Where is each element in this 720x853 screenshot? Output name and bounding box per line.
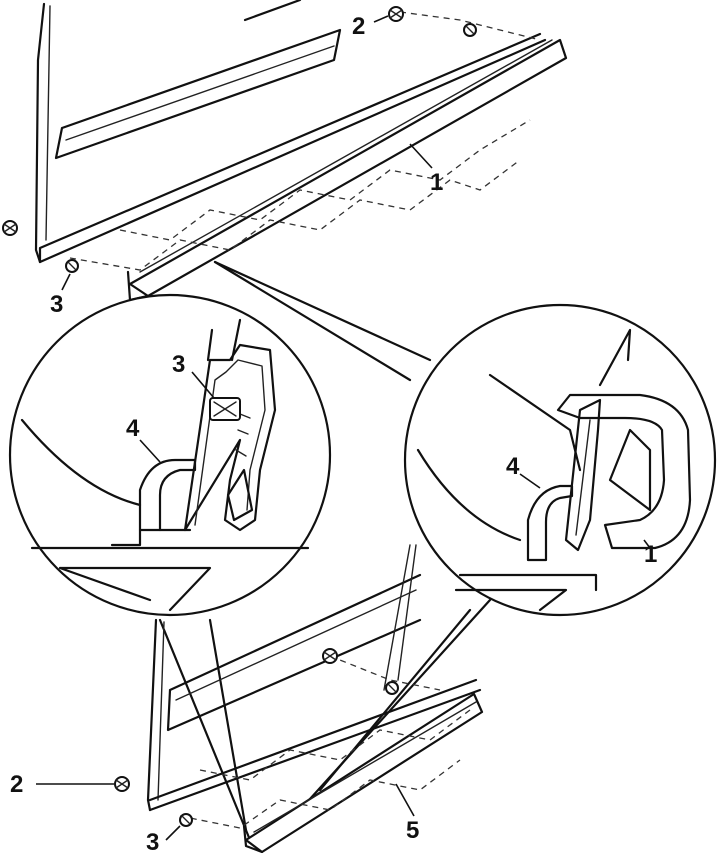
bottom-leader-up-a	[383, 544, 411, 691]
connector-lower-left-a	[158, 618, 252, 842]
bottom-leader-3	[165, 825, 181, 841]
top-cabinet-edge	[34, 2, 46, 264]
left-detail-clip-inner	[194, 359, 266, 526]
top-screw-2	[388, 6, 404, 22]
callout-3-bottom: 3	[146, 829, 159, 853]
left-detail-circle	[8, 293, 332, 617]
detail-connectors	[128, 260, 492, 842]
top-rail-dashed-outline-2	[119, 119, 531, 241]
right-detail-rail-window	[608, 428, 652, 512]
bottom-assembly: 2 3 5	[10, 544, 484, 853]
bottom-cabinet-edge	[146, 618, 158, 812]
bottom-leader-up-b	[397, 544, 417, 681]
left-detail-hook	[226, 468, 254, 522]
right-detail-top-tab	[598, 328, 632, 387]
callout-4-right: 4	[506, 453, 520, 480]
right-detail-leader-4	[519, 473, 541, 489]
bottom-cabinet-edge-inner	[157, 621, 165, 801]
right-detail-clip-inner	[575, 419, 591, 536]
bottom-screw-top	[322, 648, 338, 664]
callout-4-left: 4	[126, 415, 140, 442]
left-detail-panel-curve	[20, 418, 142, 507]
top-rail	[128, 38, 568, 298]
right-detail-clip	[564, 398, 602, 552]
top-cabinet-edge-inner	[45, 5, 51, 241]
left-detail-slot	[235, 413, 251, 457]
top-screw-3	[65, 259, 79, 273]
left-detail-clip	[183, 343, 277, 532]
top-mounting-plate	[38, 32, 547, 264]
top-leader-3	[61, 273, 71, 291]
callout-3-detail: 3	[172, 351, 185, 378]
left-detail-screw-3	[209, 397, 241, 421]
bottom-upper-panel-inner	[175, 589, 417, 701]
bottom-screw-right	[385, 681, 399, 695]
connector-lower-right-b	[318, 608, 472, 792]
connector-right-detail-a	[213, 260, 432, 362]
bottom-screw-3	[179, 813, 193, 827]
right-detail-rail-1	[556, 393, 692, 550]
callout-2-bottom: 2	[10, 771, 23, 798]
top-skirt-top-edge	[243, 0, 302, 22]
right-detail-bracket-4	[526, 484, 574, 562]
top-leader-1	[409, 143, 433, 169]
bottom-screw-2	[114, 776, 130, 792]
top-upper-panel	[54, 28, 342, 160]
top-screw-right	[463, 23, 477, 37]
right-detail-circle	[403, 303, 717, 617]
right-detail-floor	[458, 573, 598, 592]
top-assembly: 1 2 3	[2, 0, 568, 318]
bottom-rail-edge	[253, 701, 477, 833]
top-rail-edge	[139, 39, 553, 273]
top-leader-2	[373, 15, 389, 23]
left-detail-leader-3	[191, 371, 215, 399]
connector-lower-left-b	[208, 618, 248, 832]
left-detail-leader-4	[139, 439, 161, 463]
left-detail-bracket-4	[138, 458, 197, 532]
bottom-rail-end	[242, 824, 264, 853]
connector-right-detail-b	[213, 260, 412, 382]
bottom-leader-5	[395, 783, 415, 817]
top-screw-left	[2, 220, 18, 236]
top-rail-dashed-outline	[69, 159, 521, 271]
left-detail-upper-tab	[206, 318, 242, 362]
callout-1-right: 1	[644, 541, 657, 568]
callout-5-bottom: 5	[406, 817, 419, 844]
right-detail-view: 4 1	[403, 303, 717, 617]
right-detail-leader-1	[643, 539, 651, 549]
right-detail-panel-curve	[416, 448, 522, 542]
bottom-mounting-plate	[148, 678, 482, 812]
top-upper-panel-inner	[65, 45, 335, 141]
right-detail-tray	[454, 588, 568, 612]
left-detail-view: 3 4	[8, 293, 332, 617]
callout-1-top: 1	[430, 169, 443, 196]
right-detail-wire	[488, 373, 582, 472]
callout-3-top: 3	[50, 291, 63, 318]
top-rail-dashed-outline-3	[399, 11, 541, 41]
left-detail-tray	[58, 566, 212, 612]
bottom-rail	[244, 692, 484, 853]
callout-2-top: 2	[352, 13, 365, 40]
